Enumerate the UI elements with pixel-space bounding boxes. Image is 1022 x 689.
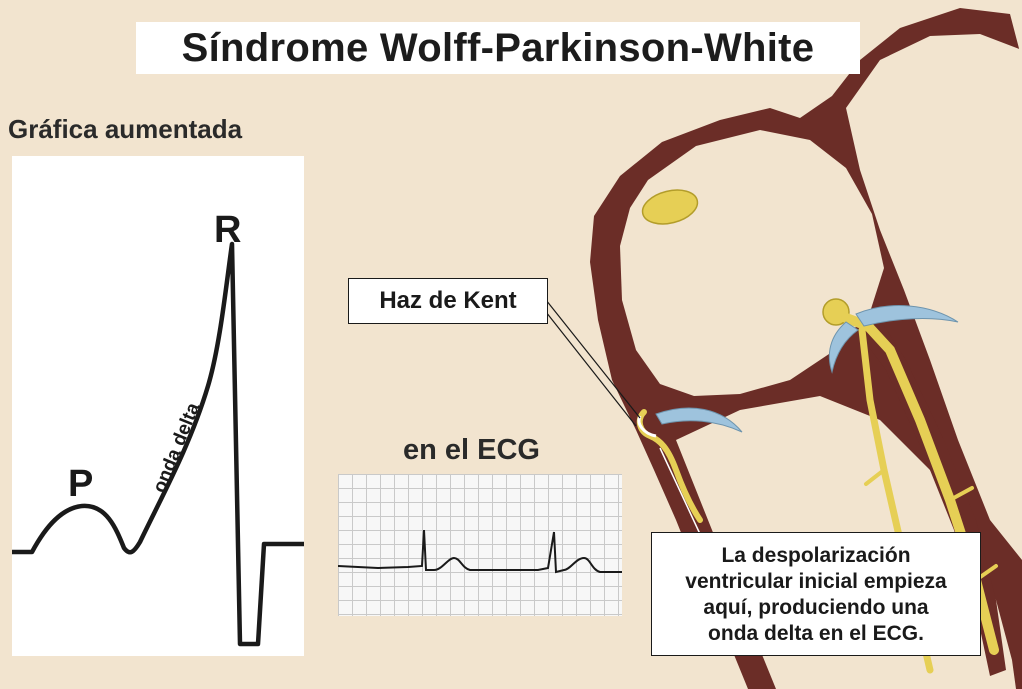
note-line-4: onda delta en el ECG. bbox=[708, 622, 924, 645]
enlarged-graph-panel: P R onda delta bbox=[12, 156, 304, 656]
enlarged-waveform: P R onda delta bbox=[12, 209, 304, 647]
ecg-heading: en el ECG bbox=[403, 434, 540, 466]
delta-wave-explanation-callout: La despolarización ventricular inicial e… bbox=[651, 532, 981, 656]
waveform-trace bbox=[12, 241, 304, 647]
label-r: R bbox=[214, 209, 241, 251]
ventricle-interior bbox=[846, 34, 1022, 560]
valve-cusp-left bbox=[828, 321, 859, 374]
valve-cusp-upper bbox=[855, 305, 959, 327]
label-delta-wave: onda delta bbox=[149, 400, 204, 496]
graph-heading: Gráfica aumentada bbox=[8, 114, 243, 144]
kent-bundle-callout: Haz de Kent bbox=[348, 278, 548, 324]
note-line-1: La despolarización bbox=[721, 544, 911, 567]
ecg-strip bbox=[338, 474, 622, 616]
ecg-trace bbox=[338, 529, 622, 574]
sinus-node bbox=[641, 189, 699, 225]
kent-leader-line-2 bbox=[545, 311, 637, 427]
valve-cusp-lower bbox=[655, 407, 743, 433]
kent-leader-line bbox=[545, 299, 641, 419]
page-title: Síndrome Wolff-Parkinson-White bbox=[136, 22, 860, 74]
note-line-3: aquí, produciendo una bbox=[703, 596, 929, 619]
label-p: P bbox=[68, 463, 93, 505]
note-line-2: ventricular inicial empieza bbox=[685, 570, 947, 593]
ecg-trace-line bbox=[338, 529, 622, 574]
note-leader-line bbox=[659, 447, 701, 535]
